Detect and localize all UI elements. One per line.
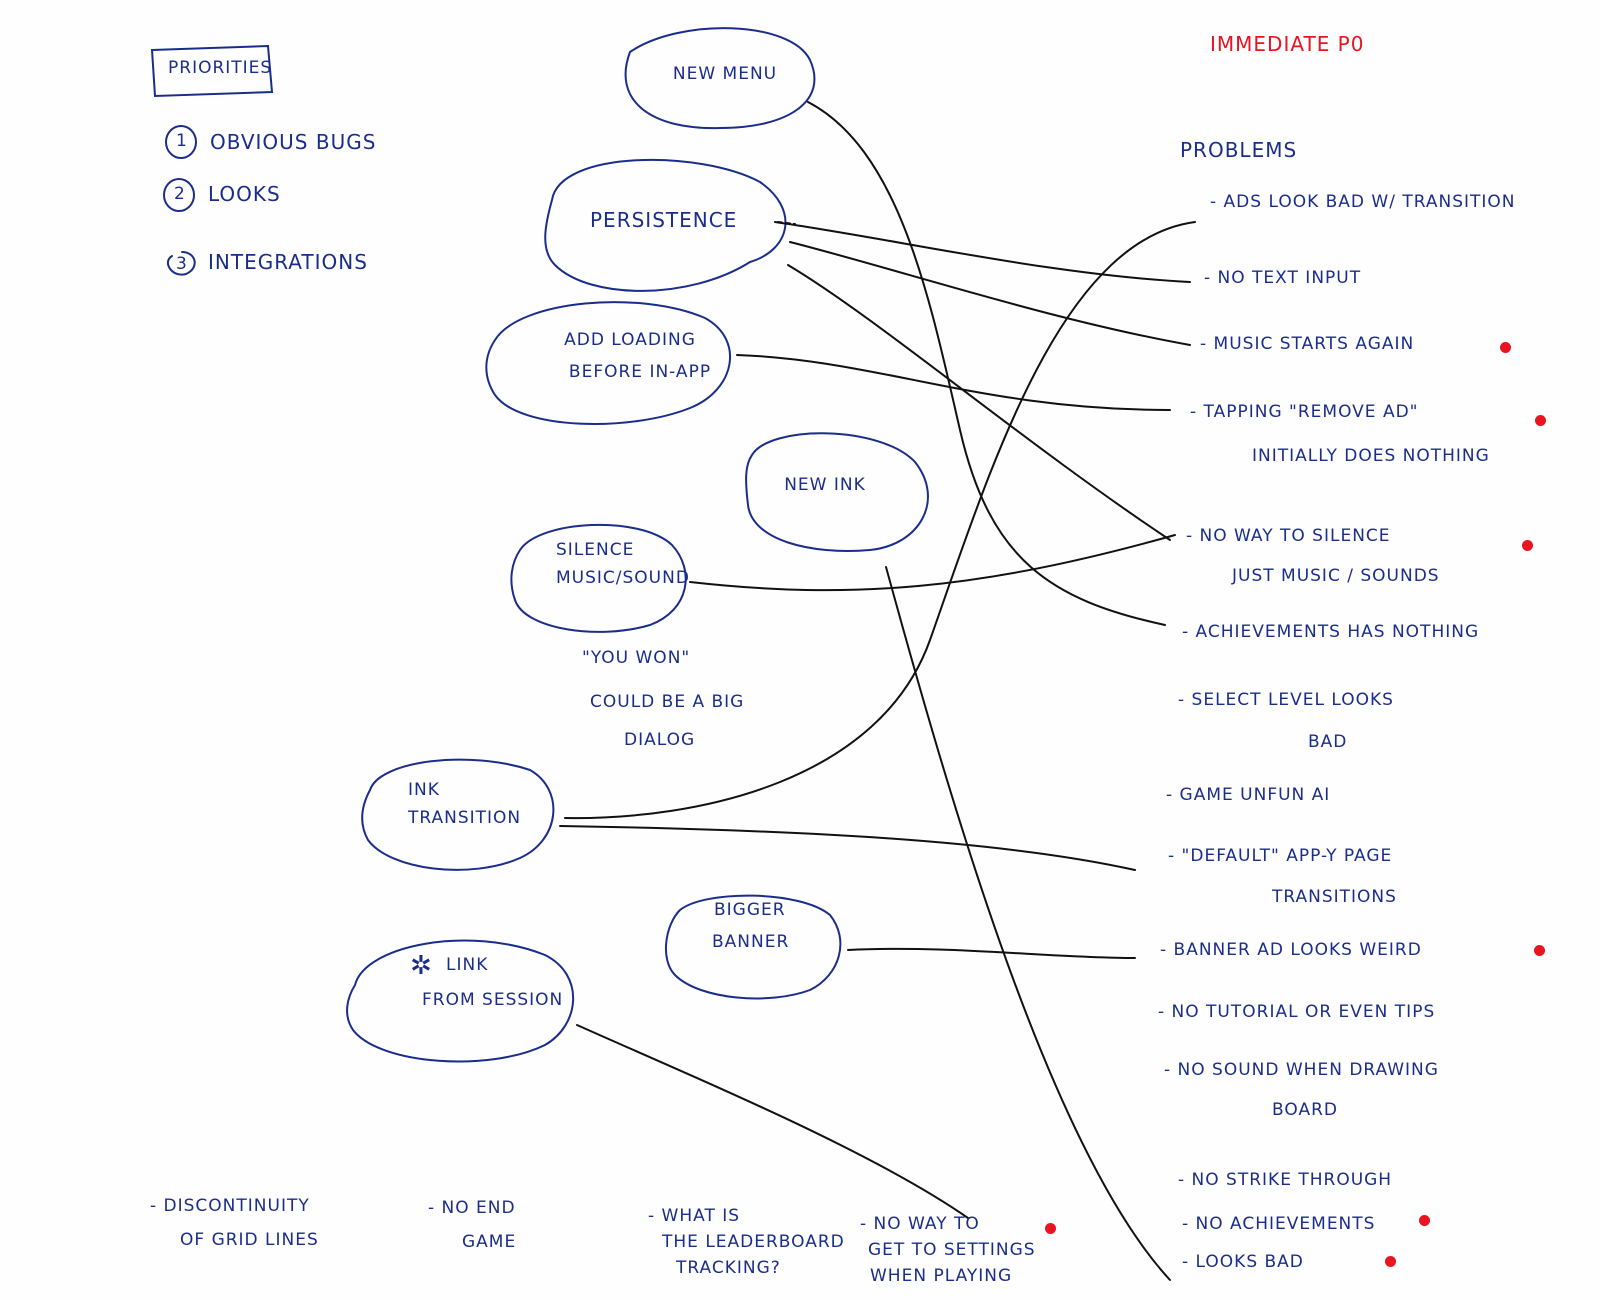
- priority-number-1: 1: [176, 131, 188, 151]
- problem-no-tutorial: - No tutorial or even tips: [1158, 1002, 1436, 1022]
- priority-number-2: 2: [174, 184, 186, 204]
- immediate-label: Immediate P0: [1210, 32, 1365, 56]
- note-grid-lines-line2: of grid lines: [180, 1230, 319, 1250]
- feature-ad-loading-line2: before in-app: [568, 362, 712, 382]
- link-persistence-silence: [787, 264, 1171, 541]
- problem-achievements-nothing: - Achievements has nothing: [1182, 622, 1480, 642]
- problem-remove-ad-line2: initially does nothing: [1252, 446, 1490, 466]
- priority-item-3: Integrations: [208, 250, 368, 274]
- note-no-end-line1: - No end: [428, 1198, 516, 1218]
- priorities-title: Priorities: [168, 58, 273, 78]
- problem-select-level-line1: - Select level looks: [1178, 690, 1394, 710]
- problem-banner-ad-weird: - Banner ad looks weird: [1160, 940, 1422, 960]
- problems-heading: Problems: [1180, 138, 1298, 162]
- feature-link-session-line2: from session: [422, 990, 564, 1010]
- red-dot-marker: [1500, 342, 1511, 353]
- link-new-menu-achievements: [807, 101, 1166, 626]
- link-persistence-music: [789, 241, 1191, 346]
- note-you-won-line3: dialog: [624, 730, 696, 750]
- problem-no-text-input: - No text input: [1204, 268, 1362, 288]
- feature-silence-line2: music/sound: [556, 568, 690, 588]
- problem-music-starts-again: - Music starts again: [1200, 334, 1415, 354]
- problem-ads-look-bad: - Ads look bad w/ transition: [1210, 192, 1516, 212]
- link-banner-banner: [847, 947, 1136, 959]
- priority-number-3: 3: [176, 254, 188, 274]
- problem-no-strike-through: - No strike through: [1178, 1170, 1393, 1190]
- note-no-end-line2: game: [462, 1232, 517, 1252]
- problem-no-sound-drawing-line1: - No sound when drawing: [1164, 1060, 1439, 1080]
- note-you-won-line1: "You won": [582, 648, 691, 668]
- problem-select-level-line2: bad: [1308, 732, 1348, 752]
- feature-new-menu: New Menu: [672, 64, 778, 84]
- red-dot-marker: [1385, 1256, 1396, 1267]
- feature-new-ink: New Ink: [784, 475, 866, 495]
- red-dot-marker: [1045, 1223, 1056, 1234]
- feature-ink-transition-line2: Transition: [408, 808, 522, 828]
- problem-no-achievements: - No achievements: [1182, 1214, 1376, 1234]
- red-dot-marker: [1535, 415, 1546, 426]
- link-inktransition-default: [559, 825, 1136, 871]
- note-leaderboard-line1: - What is: [648, 1206, 741, 1226]
- feature-ad-loading-line1: Add loading: [564, 330, 696, 350]
- asterisk-icon: ✲: [410, 951, 433, 981]
- note-settings-line2: get to settings: [868, 1240, 1036, 1260]
- link-adloading-remove-ad: [736, 354, 1171, 411]
- link-silence-silence: [689, 534, 1176, 592]
- problem-looks-bad: - Looks bad: [1182, 1252, 1304, 1272]
- problem-silence-line1: - No way to silence: [1186, 526, 1391, 546]
- problem-remove-ad-line1: - Tapping "Remove Ad": [1190, 402, 1419, 422]
- link-newink-looks-bad: [885, 566, 1171, 1281]
- problem-silence-line2: just music / sounds: [1232, 566, 1440, 586]
- link-persistence-text-input: [774, 221, 1191, 283]
- feature-ink-transition-line1: Ink: [408, 780, 440, 800]
- note-settings-line3: when playing: [870, 1266, 1013, 1286]
- feature-persistence: Persistence: [590, 208, 738, 232]
- link-inktransition-ads: [564, 221, 1196, 820]
- feature-bigger-banner-line2: Banner: [712, 932, 790, 952]
- feature-bigger-banner-line1: Bigger: [714, 900, 786, 920]
- feature-link-session-line1: Link: [446, 955, 489, 975]
- problem-no-sound-drawing-line2: board: [1272, 1100, 1338, 1120]
- problem-default-transitions-line2: transitions: [1272, 887, 1397, 907]
- priority-item-1: Obvious bugs: [210, 130, 377, 154]
- red-dot-marker: [1522, 540, 1533, 551]
- note-settings-line1: - No way to: [860, 1214, 980, 1234]
- red-dot-marker: [1419, 1215, 1430, 1226]
- feature-silence-line1: Silence: [556, 540, 635, 560]
- red-dot-marker: [1534, 945, 1545, 956]
- problem-default-transitions-line1: - "Default" App-y page: [1168, 846, 1393, 866]
- note-grid-lines-line1: - Discontinuity: [150, 1196, 310, 1216]
- note-leaderboard-line3: tracking?: [676, 1258, 781, 1278]
- priority-item-2: Looks: [208, 182, 281, 206]
- note-leaderboard-line2: the leaderboard: [662, 1232, 845, 1252]
- link-session-settings: [576, 1024, 969, 1219]
- problem-game-unfun-ai: - Game unfun AI: [1166, 785, 1331, 805]
- note-you-won-line2: could be a big: [590, 692, 745, 712]
- persistence-dash: [777, 221, 796, 225]
